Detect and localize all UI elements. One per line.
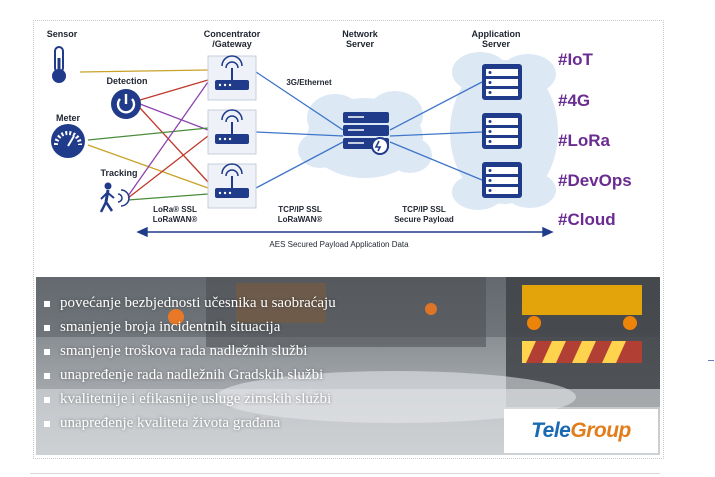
gateway-router-1 bbox=[207, 55, 257, 101]
bullet-item-2: smanjenje broja incidentnih situacija bbox=[44, 319, 280, 336]
bullet-item-4: unapređenje rada nadležnih Gradskih služ… bbox=[44, 367, 323, 384]
link-tracking-gw1 bbox=[127, 81, 209, 197]
label-detection: Detection bbox=[106, 76, 148, 86]
bullet-item-3: smanjenje troškova rada nadležnih službi bbox=[44, 343, 307, 360]
link-gw1-network bbox=[255, 71, 344, 131]
link-meter-gw2 bbox=[87, 127, 209, 141]
link-gw3-network bbox=[255, 141, 344, 189]
architecture-diagram bbox=[51, 46, 558, 238]
application-server-3 bbox=[482, 162, 522, 198]
gateway-router-2 bbox=[207, 109, 257, 155]
gauge-meter-icon bbox=[51, 124, 85, 158]
label-tcp-ssl-lorawan: TCP/IP SSL LoRaWAN® bbox=[277, 205, 323, 224]
link-tracking-gw3 bbox=[127, 193, 209, 201]
application-server-2 bbox=[482, 113, 522, 149]
label-concentrator: Concentrator /Gateway bbox=[203, 29, 261, 49]
walking-person-icon bbox=[99, 182, 130, 213]
hashtag-devops: #DevOps bbox=[558, 171, 632, 190]
label-tracking: Tracking bbox=[100, 168, 138, 178]
bullet-item-1: povećanje bezbjednosti učesnika u saobra… bbox=[44, 295, 336, 312]
label-lora-ssl: LoRa® SSL LoRaWAN® bbox=[152, 205, 198, 224]
hashtag-lora: #LoRa bbox=[558, 131, 610, 150]
label-tcp-ssl-payload: TCP/IP SSL Secure Payload bbox=[394, 205, 454, 224]
power-detection-icon bbox=[111, 89, 141, 119]
edge-mark bbox=[708, 360, 714, 361]
aes-double-arrow bbox=[136, 226, 554, 238]
label-network-server: Network Server bbox=[342, 29, 378, 49]
gateway-router-3 bbox=[207, 163, 257, 209]
bullet-item-6: unapređenje kvaliteta života građana bbox=[44, 415, 280, 432]
hashtag-cloud: #Cloud bbox=[558, 210, 616, 229]
device-gateway-links bbox=[79, 69, 209, 201]
link-sensor-gw1 bbox=[79, 69, 209, 73]
link-tracking-gw2 bbox=[127, 135, 209, 199]
link-network-app3 bbox=[389, 141, 483, 181]
bullet-item-5: kvalitetnije i efikasnije usluge zimskih… bbox=[44, 391, 331, 408]
snowplow-photo-panel: povećanje bezbjednosti učesnika u saobra… bbox=[36, 277, 660, 455]
label-meter: Meter bbox=[55, 113, 80, 123]
gateway-network-links bbox=[255, 71, 344, 189]
bottom-divider bbox=[30, 473, 660, 474]
hashtag-iot: #IoT bbox=[558, 50, 593, 69]
link-network-app2 bbox=[389, 131, 483, 137]
link-detection-gw3 bbox=[139, 107, 209, 183]
hashtag-4g: #4G bbox=[558, 91, 591, 110]
thermometer-icon bbox=[52, 46, 66, 83]
telegroup-logo: TeleGroup bbox=[504, 409, 658, 453]
link-detection-gw1 bbox=[139, 79, 209, 101]
label-3g-ethernet: 3G/Ethernet bbox=[286, 78, 332, 87]
network-app-links bbox=[389, 81, 483, 181]
link-detection-gw2 bbox=[139, 103, 209, 131]
link-network-app1 bbox=[389, 81, 483, 131]
figure-frame bbox=[33, 20, 664, 459]
network-server-icon bbox=[343, 112, 389, 155]
label-application-server: Application Server bbox=[471, 29, 521, 49]
application-server-1 bbox=[482, 64, 522, 100]
link-gw2-network bbox=[255, 131, 344, 137]
label-sensor: Sensor bbox=[46, 29, 78, 39]
label-aes-payload: AES Secured Payload Application Data bbox=[269, 240, 409, 249]
